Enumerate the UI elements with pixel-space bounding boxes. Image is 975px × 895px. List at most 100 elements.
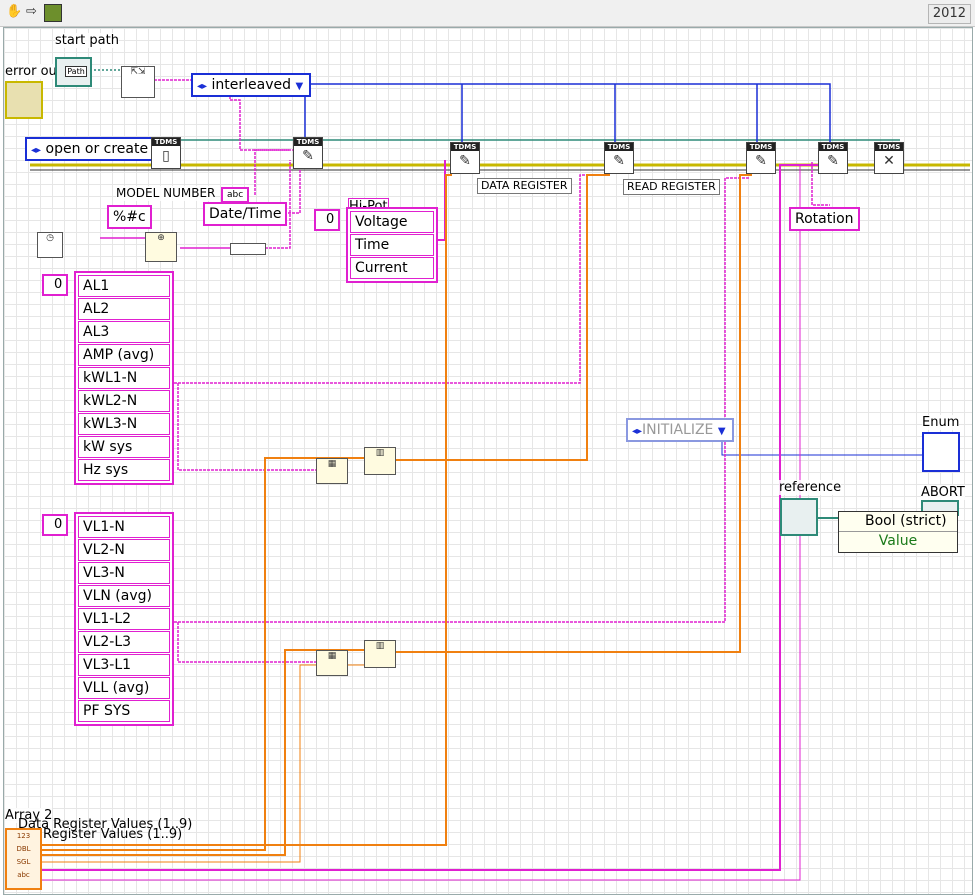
open-or-create-value: open or create	[45, 141, 149, 157]
path-icon: Path	[65, 66, 87, 77]
error-out-terminal[interactable]	[5, 81, 43, 119]
labview-version: 2012	[927, 4, 971, 24]
index-array-node-b[interactable]: ▦	[316, 650, 348, 676]
register-values-label: Register Values (1..9)	[43, 827, 183, 842]
tdms-close-node[interactable]: TDMS ✕	[874, 142, 904, 174]
data-register-constant[interactable]: DATA REGISTER	[477, 178, 572, 194]
array-b-element[interactable]: VL2-L3	[78, 631, 170, 653]
array-b-index[interactable]: 0	[42, 514, 69, 536]
read-register-constant[interactable]: READ REGISTER	[623, 179, 720, 195]
tdms-header: TDMS	[747, 143, 775, 151]
model-number-label: MODEL NUMBER	[116, 186, 216, 201]
pencil-icon: ✎	[755, 153, 767, 169]
property-bool-strict[interactable]: Bool (strict)	[839, 512, 957, 532]
array-b-element[interactable]: VLL (avg)	[78, 677, 170, 699]
reference-terminal[interactable]	[780, 498, 818, 536]
array2-label: Array 2	[5, 808, 53, 823]
tdms-header: TDMS	[605, 143, 633, 151]
error-out-label: error out	[5, 64, 62, 79]
reference-label: reference	[779, 480, 842, 495]
hipot-element[interactable]: Time	[350, 234, 434, 256]
open-or-create-ring[interactable]: ◂▸ open or create ▼	[25, 137, 169, 161]
start-path-label: start path	[55, 33, 119, 48]
ring-icon: ◂▸	[31, 145, 42, 156]
rotation-constant[interactable]: Rotation	[789, 207, 860, 231]
initialize-ring[interactable]: ◂▸INITIALIZE ▼	[626, 418, 734, 442]
interleaved-value: interleaved	[211, 77, 292, 93]
tdms-write-node-5[interactable]: TDMS ✎	[818, 142, 848, 174]
tdms-write-node-4[interactable]: TDMS ✎	[746, 142, 776, 174]
property-value[interactable]: Value	[878, 533, 918, 549]
tdms-header: TDMS	[451, 143, 479, 151]
pencil-icon: ✎	[302, 148, 314, 164]
build-array-node[interactable]	[230, 243, 266, 255]
array-b-element[interactable]: VL1-N	[78, 516, 170, 538]
array-a-element[interactable]: AL1	[78, 275, 170, 297]
array-a-index[interactable]: 0	[42, 274, 69, 296]
tdms-write-node-1[interactable]: TDMS ✎	[293, 137, 323, 169]
arrow-right-icon[interactable]: ⇨	[26, 4, 37, 19]
format-date-time-node[interactable]: ⊕	[145, 232, 177, 262]
array-a-element[interactable]: AL3	[78, 321, 170, 343]
tdms-header: TDMS	[294, 138, 322, 146]
array-b-element[interactable]: VL3-L1	[78, 654, 170, 676]
tdms-header: TDMS	[875, 143, 903, 151]
array-b-element[interactable]: VL1-L2	[78, 608, 170, 630]
format-string-constant[interactable]: %#c	[107, 205, 152, 229]
build-table-node-a[interactable]: ▥	[364, 447, 396, 475]
ring-icon: ◂▸	[197, 81, 208, 92]
toolbar: ✋ ⇨ 2012	[0, 0, 975, 27]
file-icon: ▯	[162, 148, 170, 164]
hand-icon[interactable]: ✋	[6, 4, 23, 19]
array2-type-tag: SGL	[16, 858, 31, 866]
array2-type-tag: abc	[17, 871, 30, 879]
enum-indicator[interactable]	[922, 432, 960, 472]
start-path-terminal[interactable]: Path	[55, 57, 92, 87]
tdms-write-node-3[interactable]: TDMS ✎	[604, 142, 634, 174]
tdms-header: TDMS	[152, 138, 180, 146]
array2-type-tag: DBL	[16, 845, 31, 853]
abort-label: ABORT	[921, 485, 965, 500]
array2-type-tag: 123	[16, 832, 31, 840]
vi-icon[interactable]	[44, 4, 62, 22]
close-file-icon: ✕	[883, 153, 895, 169]
array-a-element[interactable]: kWL1-N	[78, 367, 170, 389]
index-array-node-a[interactable]: ▦	[316, 458, 348, 484]
pencil-icon: ✎	[459, 153, 471, 169]
initialize-value: INITIALIZE	[642, 422, 714, 438]
array-a-element[interactable]: kW sys	[78, 436, 170, 458]
data-register-values-label: Data Register Values (1..9)	[18, 817, 193, 832]
datetime-constant[interactable]: Date/Time	[203, 202, 288, 226]
chevron-down-icon: ▼	[295, 81, 304, 92]
array-b-element[interactable]: VLN (avg)	[78, 585, 170, 607]
array-a-element[interactable]: kWL3-N	[78, 413, 170, 435]
build-table-node-b[interactable]: ▥	[364, 640, 396, 668]
array-a-element[interactable]: Hz sys	[78, 459, 170, 481]
get-time-node[interactable]: ◷	[37, 232, 63, 258]
array-a-element[interactable]: kWL2-N	[78, 390, 170, 412]
array-b-element[interactable]: VL3-N	[78, 562, 170, 584]
tdms-open-node[interactable]: TDMS ▯	[151, 137, 181, 169]
hipot-element[interactable]: Current	[350, 257, 434, 279]
pencil-icon: ✎	[613, 153, 625, 169]
array-a-element[interactable]: AMP (avg)	[78, 344, 170, 366]
tdms-write-node-2[interactable]: TDMS ✎	[450, 142, 480, 174]
array-b-element[interactable]: VL2-N	[78, 539, 170, 561]
model-number-string[interactable]: abc	[221, 187, 250, 203]
ring-icon: ◂▸	[632, 426, 643, 437]
array-a-element[interactable]: AL2	[78, 298, 170, 320]
hipot-index[interactable]: 0	[314, 209, 341, 231]
pencil-icon: ✎	[827, 153, 839, 169]
enum-label: Enum	[922, 415, 960, 430]
strip-path-node[interactable]: ⇱⇲	[121, 66, 155, 98]
hipot-element[interactable]: Voltage	[350, 211, 434, 233]
array-b-element[interactable]: PF SYS	[78, 700, 170, 722]
property-node[interactable]: Bool (strict) Value	[838, 511, 958, 553]
tdms-header: TDMS	[819, 143, 847, 151]
interleaved-ring[interactable]: ◂▸ interleaved ▼	[191, 73, 312, 97]
